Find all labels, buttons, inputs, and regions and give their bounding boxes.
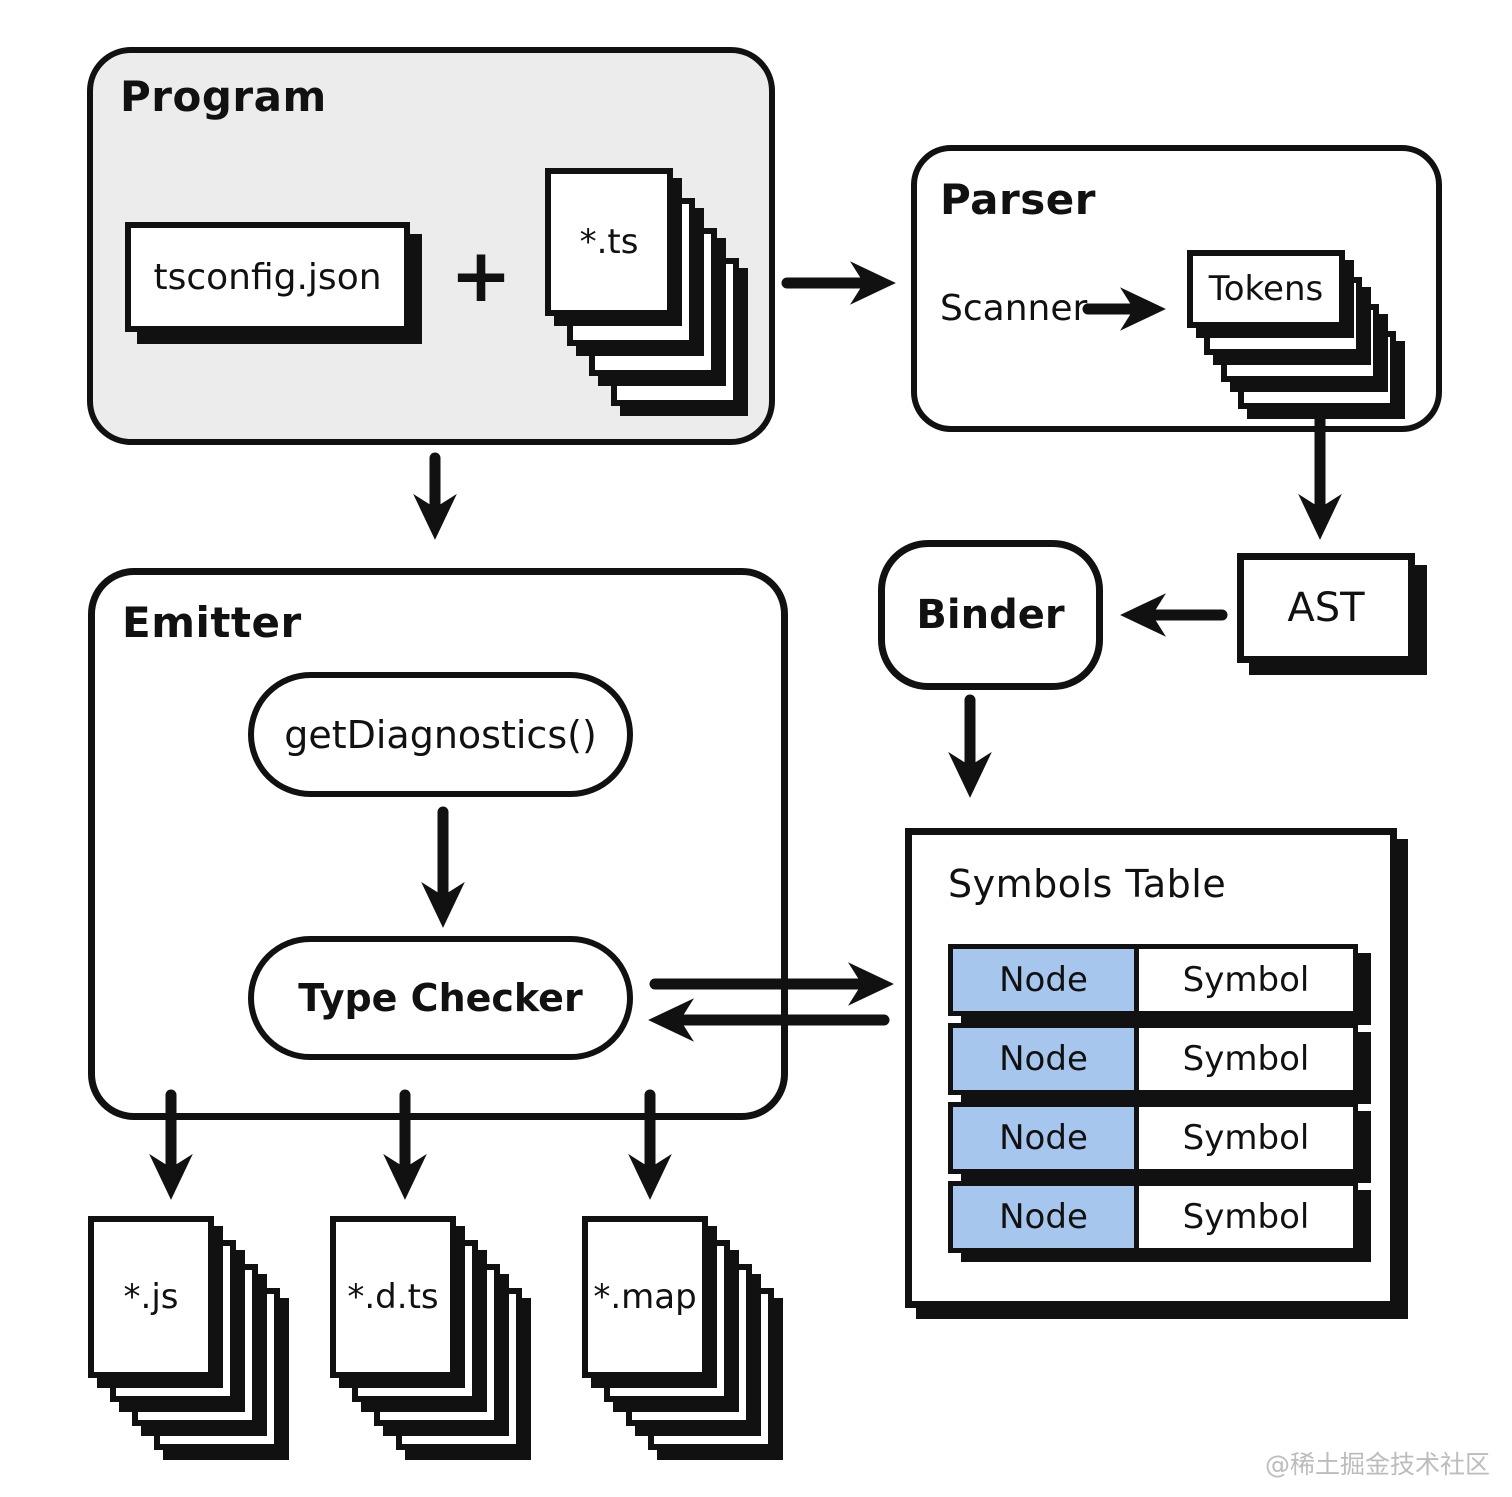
get-diagnostics-label: getDiagnostics() [284,712,597,757]
symbols-table-rows: Node Symbol Node Symbol Node Symbol Node… [948,944,1358,1260]
document-card-front: Tokens [1187,250,1345,328]
document-card-front: *.ts [545,168,673,316]
dts-output-label: *.d.ts [347,1277,439,1317]
table-row: Node Symbol [948,944,1358,1016]
tsconfig-label: tsconfig.json [153,256,382,298]
scanner-label: Scanner [940,288,1088,329]
document-card-front: *.map [582,1216,708,1378]
program-title: Program [120,72,327,121]
node-cell: Node [953,1028,1139,1090]
node-cell: Node [953,1186,1139,1248]
table-row: Node Symbol [948,1023,1358,1095]
ts-files-label: *.ts [579,222,639,262]
node-cell: Node [953,949,1139,1011]
watermark: @稀土掘金技术社区 [1264,1450,1490,1479]
symbol-cell: Symbol [1139,1028,1353,1090]
symbols-table-title: Symbols Table [948,862,1227,906]
emitter-title: Emitter [122,598,302,647]
parser-title: Parser [940,175,1096,224]
js-output-label: *.js [123,1277,179,1317]
document-card-front: *.d.ts [330,1216,456,1378]
tsconfig-node: tsconfig.json [125,222,410,332]
plus-sign: + [449,233,512,319]
type-checker-node: Type Checker [248,936,633,1060]
binder-label: Binder [916,592,1065,638]
binder-node: Binder [878,540,1103,690]
document-card-front: *.js [88,1216,214,1378]
node-cell: Node [953,1107,1139,1169]
symbol-cell: Symbol [1139,949,1353,1011]
get-diagnostics-node: getDiagnostics() [248,672,633,797]
table-row: Node Symbol [948,1181,1358,1253]
type-checker-label: Type Checker [298,976,583,1020]
ast-label: AST [1287,585,1365,631]
map-output-label: *.map [593,1277,697,1317]
symbol-cell: Symbol [1139,1107,1353,1169]
symbol-cell: Symbol [1139,1186,1353,1248]
tokens-label: Tokens [1208,269,1324,309]
table-row: Node Symbol [948,1102,1358,1174]
ast-node: AST [1237,553,1415,663]
